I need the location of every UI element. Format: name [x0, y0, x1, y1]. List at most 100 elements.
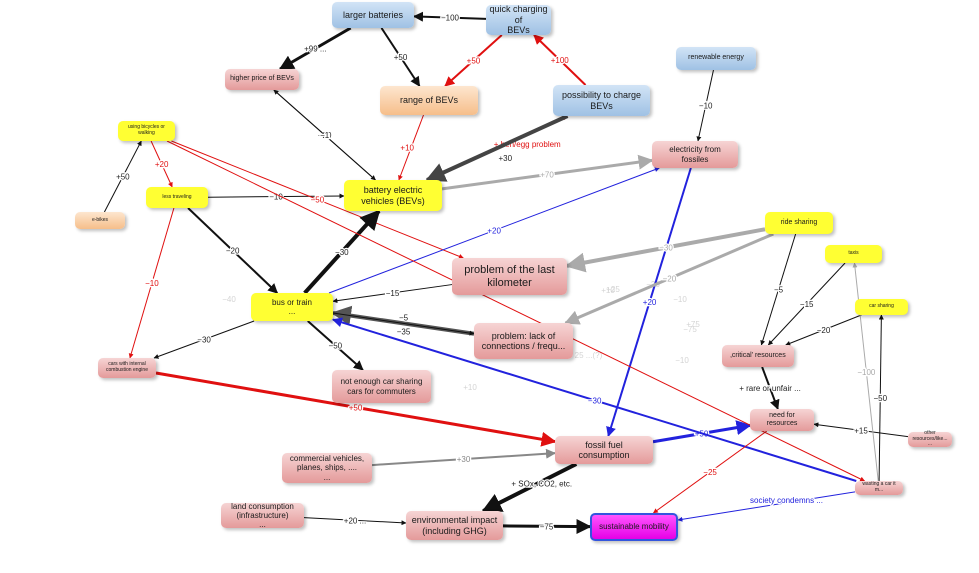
edge-label: +30 — [498, 154, 512, 163]
node-fossil-fuel[interactable]: fossil fuel consumption — [555, 436, 653, 464]
edge-wasting-to-car_sharing — [878, 314, 884, 482]
edge-label: +100 — [551, 56, 570, 65]
node-need-for-resources[interactable]: need for resources — [750, 409, 814, 431]
edge-label: +10 — [400, 144, 414, 153]
edge-label: +20 — [155, 160, 169, 169]
edge-label: −100 — [857, 368, 876, 377]
edge-label: +20 — [643, 298, 657, 307]
edge-bus_train-to-bev — [303, 209, 381, 295]
edge-label: −15 — [386, 289, 400, 298]
edge-label: −50 — [311, 196, 325, 205]
node-car-sharing[interactable]: car sharing — [855, 299, 908, 315]
edge-label: −10 — [145, 279, 159, 288]
node-lack-of-connections[interactable]: problem: lack of connections / frequ... — [474, 323, 573, 359]
faint-edge-label: − 25 ...(?) — [568, 351, 603, 360]
edge-label: −5 — [774, 286, 784, 295]
node-larger-batteries[interactable]: larger batteries — [332, 2, 414, 28]
faint-edge-label: +75 — [686, 320, 700, 329]
faint-edge-label: +10 — [463, 383, 477, 392]
edge-label: + SOx, CO2, etc. — [511, 480, 572, 489]
edge-bus_train-to-ice_cars — [153, 320, 255, 359]
edge-label: −30 — [588, 396, 602, 405]
edge-label: −10 — [269, 193, 283, 202]
edge-label: +50 — [467, 57, 481, 66]
edge-renewable-to-electricity — [696, 69, 714, 142]
edge-label: −10 — [699, 102, 713, 111]
edge-commercial-to-fossil — [371, 448, 556, 467]
edge-label: +30 — [457, 455, 471, 464]
edge-label: −35 — [397, 327, 411, 336]
edge-critical-to-need_res — [761, 366, 780, 410]
edge-bus_train-to-electricity — [328, 167, 660, 294]
edge-larger_batteries-to-higher_price — [278, 26, 352, 71]
edge-label: −1 — [320, 131, 330, 140]
faint-edge-label: −10 — [675, 356, 689, 365]
node-other-resources[interactable]: other resources/like... ... — [908, 430, 952, 447]
edge-other_res-to-need_res — [813, 422, 909, 438]
edge-wasting-to-bus_train — [332, 317, 857, 482]
node-sustainable-mobility[interactable]: sustainable mobility — [590, 513, 678, 541]
edge-possibility-to-bev — [425, 114, 569, 182]
node-wasting-car[interactable]: wasting a car it m... — [855, 481, 903, 495]
node-not-enough-car-sharing[interactable]: not enough car sharing cars for commuter… — [332, 370, 431, 403]
faint-edge-label: +25 — [606, 285, 620, 294]
edge-env-to-sustainable — [502, 519, 592, 535]
node-bevs[interactable]: battery electric vehicles (BEVs) — [344, 180, 442, 211]
edge-possibility-to-quick_charging — [533, 34, 587, 86]
edge-label: −75 — [540, 522, 554, 531]
edge-label: −50 — [873, 394, 887, 403]
node-bus-or-train[interactable]: bus or train ... — [251, 293, 333, 321]
edge-label: +50 — [116, 173, 130, 182]
node-higher-price[interactable]: higher price of BEVs — [225, 69, 299, 90]
edge-label: −30 — [335, 248, 349, 257]
edge-label: −20 — [663, 275, 677, 284]
edge-label: −50 — [329, 342, 343, 351]
edge-label: + hen/egg problem — [494, 140, 561, 149]
node-range-of-bevs[interactable]: range of BEVs — [380, 86, 478, 115]
node-taxis[interactable]: taxis — [825, 245, 882, 263]
node-land-consumption[interactable]: land consumption (infrastructure) ... — [221, 502, 304, 529]
edge-electricity-to-fossil — [606, 167, 692, 437]
edge-label: −30 — [197, 336, 211, 345]
edge-ride_sharing-to-critical — [760, 233, 797, 346]
node-commercial-vehicles[interactable]: commercial vehicles, planes, ships, ....… — [282, 453, 372, 483]
edge-less_travel-to-bev — [207, 193, 345, 199]
edge-label: +20 — [487, 227, 501, 236]
edge-ride_sharing-to-lack_conn — [564, 232, 774, 325]
edge-fossil-to-env — [481, 462, 578, 513]
edge-label: −20 — [226, 247, 240, 256]
edge-less_travel-to-bus_train — [187, 207, 279, 294]
edge-label: + rare or unfair ... — [739, 384, 801, 393]
edge-label: +99 ... — [304, 45, 326, 54]
node-bicycles-walking[interactable]: using bicycles or walking — [118, 121, 175, 141]
node-last-kilometer[interactable]: problem of the last kilometer — [452, 258, 567, 295]
edge-label: +20 ... — [344, 516, 366, 525]
edge-label: +50 — [394, 53, 408, 62]
edge-bus_train-to-not_enough — [307, 320, 364, 371]
faint-edge-label: −10 — [673, 295, 687, 304]
edge-bus_train-to-lack_conn — [332, 312, 475, 336]
edge-label: +70 — [540, 171, 554, 180]
node-possibility-charge[interactable]: possibility to charge BEVs — [553, 85, 650, 116]
node-less-traveling[interactable]: less traveling — [146, 187, 208, 208]
edge-less_travel-to-ice_cars — [128, 207, 175, 359]
node-e-bikes[interactable]: e-bikes — [75, 212, 125, 229]
node-ride-sharing[interactable]: ride sharing — [765, 212, 833, 234]
node-ice-cars[interactable]: cars with internal combustion engine — [98, 358, 156, 378]
edge-ebikes-to-bicycles — [103, 140, 142, 213]
edge-label: +50 — [349, 403, 363, 412]
node-electricity-fossiles[interactable]: electricity from fossiles — [652, 141, 738, 168]
edge-range-to-bev — [398, 114, 424, 181]
edge-bev-to-higher_price — [273, 89, 376, 181]
edge-larger_batteries-to-range — [380, 27, 421, 87]
node-renewable-energy[interactable]: renewable energy — [676, 47, 756, 70]
node-quick-charging[interactable]: quick charging of BEVs — [486, 4, 551, 35]
edge-quick_charging-to-larger_batteries — [413, 11, 487, 22]
edge-label: −30 — [659, 244, 673, 253]
edge-last_km-to-bus_train — [332, 284, 453, 304]
node-critical-resources[interactable]: ‚critical' resources — [722, 345, 794, 367]
node-environmental-impact[interactable]: environmental impact (including GHG) — [406, 511, 503, 540]
faint-edge-label: +10 — [601, 286, 615, 295]
faint-edge-label: −40 — [222, 295, 236, 304]
